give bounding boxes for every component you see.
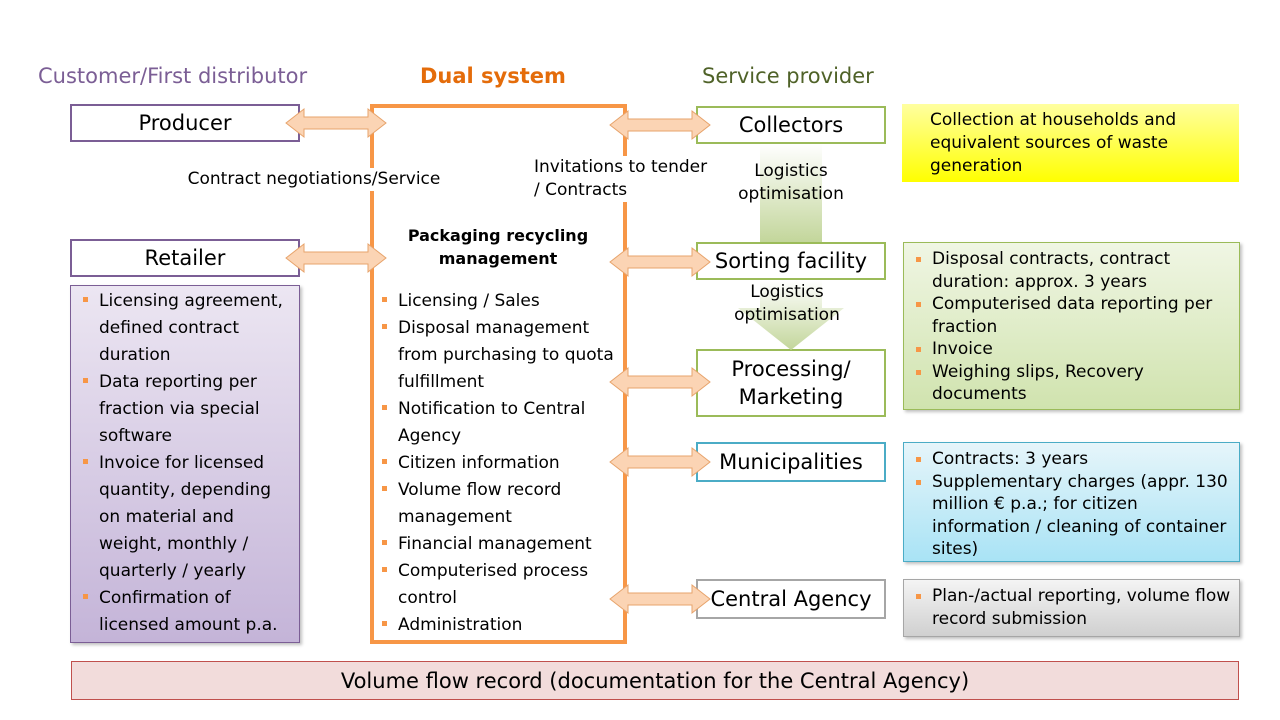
retailer-note: Confirmation of licensed amount p.a.: [81, 585, 291, 639]
retailer-double-arrow: [285, 242, 387, 274]
center-item: Volume flow record management: [380, 477, 620, 531]
sorting-processing-notes-panel: Disposal contracts, contract duration: a…: [903, 242, 1240, 410]
central-agency-notes-panel: Plan-/actual reporting, volume flow reco…: [903, 579, 1240, 637]
municipalities-box: Municipalities: [696, 442, 886, 482]
center-item: Administration: [380, 612, 620, 639]
municipalities-note: Supplementary charges (appr. 130 million…: [914, 471, 1231, 561]
center-item-list: Licensing / Sales Disposal management fr…: [380, 288, 620, 639]
collectors-box: Collectors: [696, 106, 886, 144]
sorting-note: Weighing slips, Recovery documents: [914, 361, 1231, 406]
logistics-optimisation-label-2: Logistics optimisation: [734, 282, 840, 325]
center-item: Computerised process control: [380, 558, 620, 612]
collectors-note: Collection at households and equivalent …: [902, 104, 1239, 182]
sorting-note: Computerised data reporting per fraction: [914, 293, 1231, 338]
central-agency-note: Plan-/actual reporting, volume flow reco…: [914, 585, 1231, 630]
municipalities-double-arrow: [609, 446, 711, 478]
producer-box: Producer: [70, 104, 300, 142]
retailer-note: Invoice for licensed quantity, depending…: [81, 450, 291, 585]
packaging-recycling-title: Packaging recycling management: [407, 226, 589, 268]
center-item: Notification to Central Agency: [380, 396, 620, 450]
retailer-notes-panel: Licensing agreement, defined contract du…: [70, 285, 300, 643]
sorting-facility-box: Sorting facility: [696, 242, 886, 280]
center-item: Financial management: [380, 531, 620, 558]
retailer-box: Retailer: [70, 239, 300, 277]
center-item: Citizen information: [380, 450, 620, 477]
municipalities-note: Contracts: 3 years: [914, 448, 1231, 471]
sorting-double-arrow: [609, 246, 711, 278]
logistics-optimisation-label-1: Logistics optimisation: [738, 161, 844, 204]
processing-double-arrow: [609, 366, 711, 398]
center-item: Licensing / Sales: [380, 288, 620, 315]
center-item: Disposal management from purchasing to q…: [380, 315, 620, 396]
collectors-double-arrow: [609, 109, 711, 141]
central-agency-double-arrow: [609, 583, 711, 615]
municipalities-notes-panel: Contracts: 3 years Supplementary charges…: [903, 442, 1240, 562]
retailer-note: Data reporting per fraction via special …: [81, 369, 291, 450]
retailer-note: Licensing agreement, defined contract du…: [81, 288, 291, 369]
logistics-down-arrow-1: [760, 144, 822, 242]
invitations-to-tender-label: Invitations to tender / Contracts: [534, 156, 710, 202]
central-agency-box: Central Agency: [696, 579, 886, 619]
volume-flow-record-footer: Volume flow record (documentation for th…: [71, 661, 1239, 700]
sorting-note: Disposal contracts, contract duration: a…: [914, 248, 1231, 293]
processing-marketing-box: Processing/ Marketing: [696, 349, 886, 417]
service-provider-column-heading: Service provider: [702, 64, 874, 88]
dual-system-column-heading: Dual system: [420, 64, 566, 88]
contract-negotiations-label: Contract negotiations/Service: [176, 168, 452, 191]
logistics-down-arrow-2: [738, 280, 844, 350]
producer-double-arrow: [285, 107, 387, 139]
customer-column-heading: Customer/First distributor: [38, 64, 308, 88]
sorting-note: Invoice: [914, 338, 1231, 361]
